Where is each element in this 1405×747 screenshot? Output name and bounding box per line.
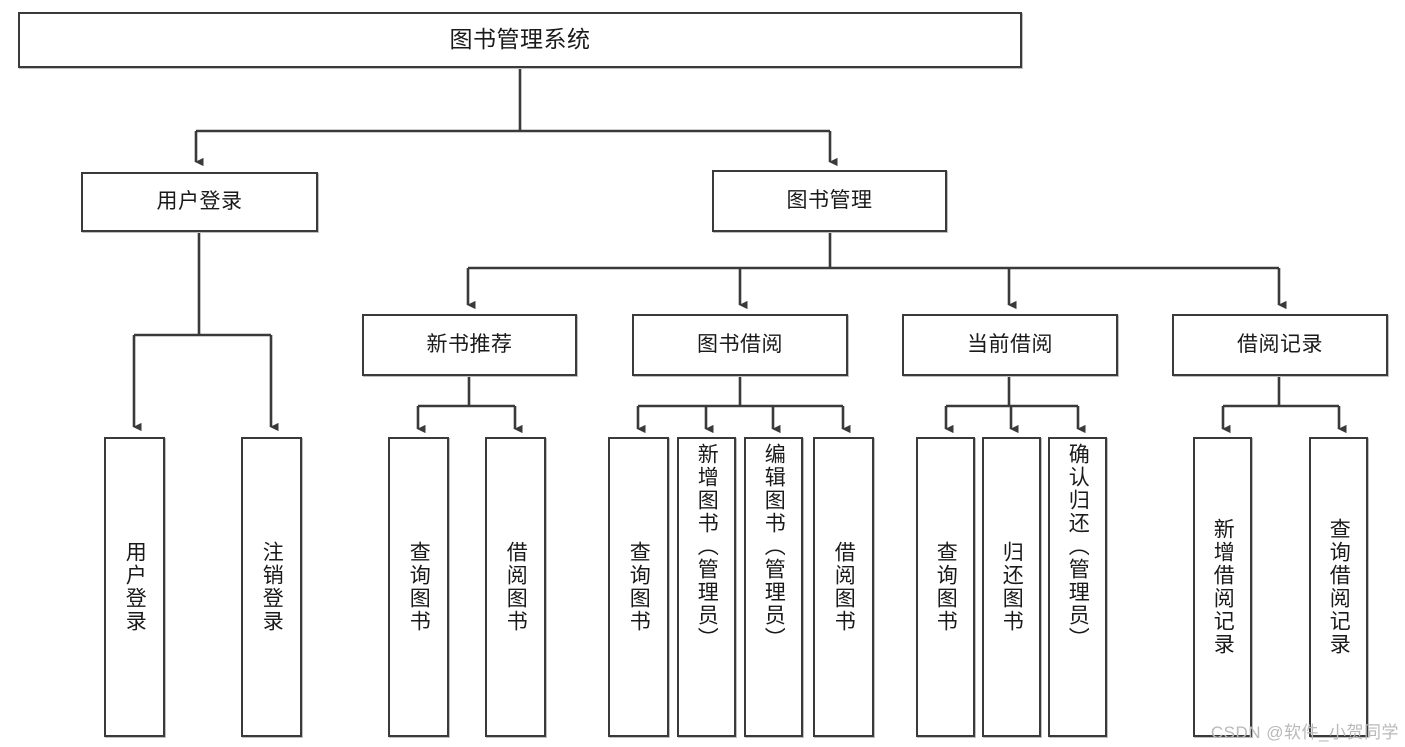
node-new-book-rec-label: 新书推荐 [426,333,513,357]
leaf-rec-borrow-book[interactable]: 借阅图书 [485,437,546,737]
leaf-user-login-label: 用户登录 [123,541,147,633]
node-user-login-label: 用户登录 [156,190,243,214]
leaf-bb-add-book[interactable]: 新增图书（管理员） [677,437,736,737]
leaf-cb-query-book-label: 查询图书 [934,541,958,633]
leaf-cb-confirm-return[interactable]: 确认归还（管理员） [1048,437,1107,737]
leaf-br-query-record[interactable]: 查询借阅记录 [1309,437,1368,737]
leaf-rec-query-book-label: 查询图书 [407,541,431,633]
node-book-manage-label: 图书管理 [786,189,873,213]
node-borrow-record[interactable]: 借阅记录 [1172,314,1388,376]
leaf-user-login[interactable]: 用户登录 [104,437,165,737]
leaf-br-add-record[interactable]: 新增借阅记录 [1193,437,1252,737]
leaf-cb-query-book[interactable]: 查询图书 [916,437,975,737]
leaf-rec-borrow-book-label: 借阅图书 [504,541,528,633]
leaf-logout-label: 注销登录 [260,541,284,633]
node-current-borrow-label: 当前借阅 [967,333,1053,357]
node-book-borrow-label: 图书借阅 [697,333,783,357]
node-user-login[interactable]: 用户登录 [81,172,318,232]
node-root-label: 图书管理系统 [449,26,591,53]
leaf-br-add-record-label: 新增借阅记录 [1211,518,1235,656]
leaf-bb-edit-book[interactable]: 编辑图书（管理员） [744,437,803,737]
node-current-borrow[interactable]: 当前借阅 [902,314,1118,376]
node-book-manage[interactable]: 图书管理 [712,170,947,232]
leaf-bb-edit-book-label: 编辑图书（管理员） [762,443,786,650]
leaf-bb-add-book-label: 新增图书（管理员） [695,443,719,650]
leaf-cb-return-book[interactable]: 归还图书 [982,437,1041,737]
node-book-borrow[interactable]: 图书借阅 [632,314,848,376]
leaf-bb-borrow-book-label: 借阅图书 [832,541,856,633]
leaf-cb-return-book-label: 归还图书 [1000,541,1024,633]
node-root[interactable]: 图书管理系统 [18,12,1022,68]
leaf-cb-confirm-return-label: 确认归还（管理员） [1066,443,1090,650]
leaf-rec-query-book[interactable]: 查询图书 [388,437,449,737]
leaf-bb-query-book[interactable]: 查询图书 [608,437,669,737]
csdn-watermark: CSDN @软件_小贺同学 [1210,723,1399,742]
node-borrow-record-label: 借阅记录 [1237,333,1323,357]
node-new-book-rec[interactable]: 新书推荐 [362,314,577,376]
leaf-logout[interactable]: 注销登录 [241,437,302,737]
leaf-bb-query-book-label: 查询图书 [627,541,651,633]
leaf-br-query-record-label: 查询借阅记录 [1327,518,1351,656]
leaf-bb-borrow-book[interactable]: 借阅图书 [813,437,874,737]
